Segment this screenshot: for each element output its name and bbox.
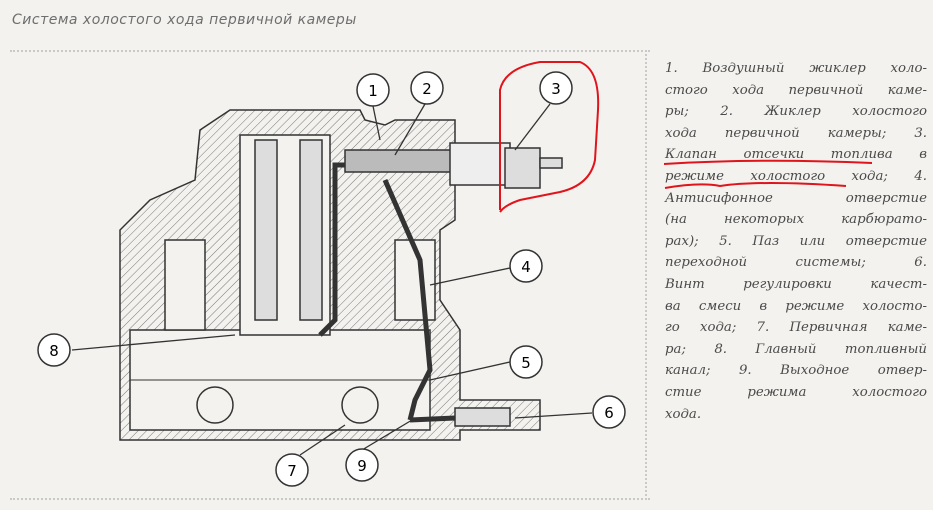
callout-4: 4 <box>509 249 543 283</box>
divider-bottom <box>10 498 650 500</box>
caption-line: стого хода первичной каме- <box>665 82 927 98</box>
svg-text:1: 1 <box>368 82 378 100</box>
svg-text:7: 7 <box>287 462 297 480</box>
callout-3: 3 <box>539 71 573 105</box>
caption-line: Антисифонное отверстие <box>665 190 927 206</box>
caption-line: режиме холостого хода; 4. <box>665 168 927 184</box>
red-underline-2 <box>664 182 847 189</box>
svg-text:4: 4 <box>521 258 531 276</box>
divider-vertical <box>645 50 647 500</box>
caption-line: переходной системы; 6. <box>665 255 927 271</box>
callout-7: 7 <box>275 453 309 487</box>
caption-line: канал; 9. Выходное отвер- <box>665 363 927 379</box>
caption-line: 1. Воздушный жиклер холо- <box>665 61 927 76</box>
svg-text:8: 8 <box>49 342 59 360</box>
caption-line: ры; 2. Жиклер холостого <box>665 104 927 120</box>
figure-title: Система холостого хода первичной камеры <box>12 12 357 28</box>
callout-1: 1 <box>356 73 390 107</box>
caption-line: (на некоторых карбюрато- <box>665 212 927 228</box>
svg-text:5: 5 <box>521 354 531 372</box>
idle-fuel-channel <box>318 162 456 423</box>
red-underline-1 <box>663 159 873 165</box>
callout-6: 6 <box>592 395 626 429</box>
red-annotation-outline <box>499 61 600 213</box>
callout-9: 9 <box>345 448 379 482</box>
carburetor-body <box>119 109 563 441</box>
caption-line: ра; 8. Главный топливный <box>665 341 927 357</box>
caption-line: стие режима холостого <box>665 384 927 400</box>
divider-top <box>10 50 650 52</box>
callout-5: 5 <box>509 345 543 379</box>
svg-text:6: 6 <box>604 404 614 422</box>
svg-text:3: 3 <box>551 80 561 98</box>
caption-line: Винт регулировки качест- <box>665 276 927 292</box>
caption-line: хода. <box>665 406 702 422</box>
leader-lines <box>71 103 593 456</box>
callout-8: 8 <box>37 333 71 367</box>
caption-line: Клапан отсечки топлива в <box>665 147 927 163</box>
caption-line: ва смеси в режиме холосто- <box>665 298 927 314</box>
svg-text:2: 2 <box>422 80 432 98</box>
svg-text:9: 9 <box>357 457 367 475</box>
callout-2: 2 <box>410 71 444 105</box>
caption-line: го хода; 7. Первичная каме- <box>665 320 927 336</box>
caption-line: рах); 5. Паз или отверстие <box>665 233 927 249</box>
caption-line: хода первичной камеры; 3. <box>665 125 927 141</box>
figure-caption: 1. Воздушный жиклер холо- стого хода пер… <box>665 58 927 425</box>
